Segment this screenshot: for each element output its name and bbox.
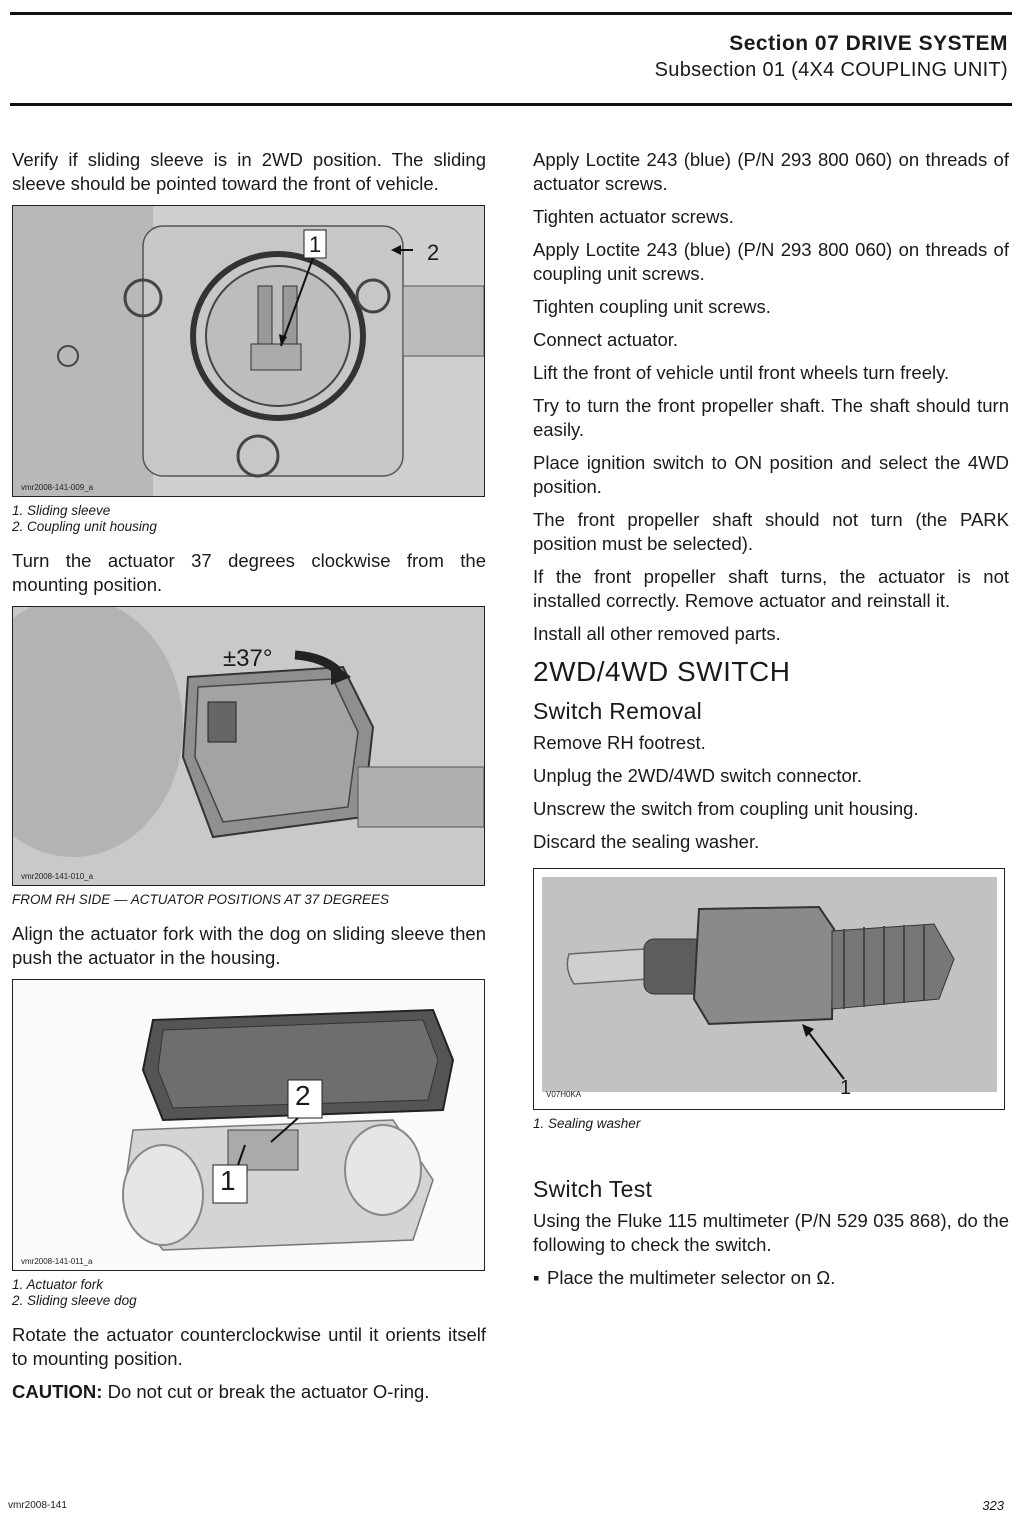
callout-1: 1 <box>309 232 322 257</box>
removal-step: Discard the sealing washer. <box>533 831 760 852</box>
figure-sliding-sleeve: 1 2 vmr2008-141-009_a <box>12 205 485 497</box>
figure-caption: 1. Sliding sleeve 2. Coupling unit housi… <box>12 503 486 535</box>
paragraph: Connect actuator. <box>533 329 679 350</box>
sliding-sleeve-illustration <box>13 206 484 496</box>
section-title: Section 07 DRIVE SYSTEM <box>729 32 1008 55</box>
figure-code: vmr2008-141-009_a <box>21 483 94 492</box>
figure-actuator-fork: 2 1 vmr2008-141-011_a <box>12 979 485 1271</box>
caption-item: 1. Sliding sleeve <box>12 503 111 518</box>
paragraph: Apply Loctite 243 (blue) (P/N 293 800 06… <box>533 149 1009 194</box>
test-intro: Using the Fluke 115 multimeter (P/N 529 … <box>533 1210 1009 1255</box>
bullet-text: Place the multimeter selector on Ω. <box>547 1267 836 1288</box>
header-top-rule <box>10 12 1012 15</box>
figure-code: vmr2008-141-011_a <box>21 1257 93 1266</box>
paragraph: The front propeller shaft should not tur… <box>533 509 1009 554</box>
paragraph: Lift the front of vehicle until front wh… <box>533 362 950 383</box>
paragraph-align-fork: Align the actuator fork with the dog on … <box>12 923 486 968</box>
figure-code: V07H0KA <box>546 1090 582 1099</box>
section-heading-switch: 2WD/4WD SWITCH <box>533 656 791 687</box>
subheading-test: Switch Test <box>533 1176 653 1202</box>
subheading-removal: Switch Removal <box>533 698 703 724</box>
subsection-title: Subsection 01 (4X4 COUPLING UNIT) <box>654 59 1008 81</box>
paragraph-rotate-actuator: Rotate the actuator counterclockwise unt… <box>12 1324 486 1369</box>
right-column: Apply Loctite 243 (blue) (P/N 293 800 06… <box>533 148 1009 1290</box>
angle-label: ±37° <box>223 645 273 672</box>
paragraph: Install all other removed parts. <box>533 623 781 644</box>
left-column: Verify if sliding sleeve is in 2WD posit… <box>12 148 486 1413</box>
removal-step: Unplug the 2WD/4WD switch connector. <box>533 765 863 786</box>
paragraph-verify: Verify if sliding sleeve is in 2WD posit… <box>12 149 486 194</box>
figure-switch: 1 V07H0KA <box>533 868 1005 1110</box>
actuator-fork-illustration <box>13 980 484 1270</box>
caption-item: 1. Actuator fork <box>12 1277 104 1292</box>
paragraph: If the front propeller shaft turns, the … <box>533 566 1009 611</box>
switch-illustration <box>534 869 1004 1109</box>
callout-1: 1 <box>220 1165 236 1196</box>
header-bottom-rule <box>10 103 1012 106</box>
paragraph: Place ignition switch to ON position and… <box>533 452 1009 497</box>
list-item: ▪ Place the multimeter selector on Ω. <box>533 1266 1009 1290</box>
callout-2: 2 <box>427 240 440 265</box>
figure-caption: 1. Sealing washer <box>533 1116 641 1131</box>
figure-actuator-37: ±37° vmr2008-141-010_a <box>12 606 485 886</box>
figure-caption: 1. Actuator fork 2. Sliding sleeve dog <box>12 1277 486 1309</box>
caption-item: 2. Coupling unit housing <box>12 519 157 534</box>
paragraph: Try to turn the front propeller shaft. T… <box>533 395 1009 440</box>
paragraph: Tighten actuator screws. <box>533 206 734 227</box>
paragraph: Apply Loctite 243 (blue) (P/N 293 800 06… <box>533 239 1009 284</box>
page-number: 323 <box>982 1498 1004 1513</box>
actuator-rotation-illustration <box>13 607 484 885</box>
figure-code: vmr2008-141-010_a <box>21 872 94 881</box>
removal-step: Remove RH footrest. <box>533 732 706 753</box>
caption-item: 2. Sliding sleeve dog <box>12 1293 137 1308</box>
caution-label: CAUTION: <box>12 1381 103 1402</box>
paragraph: Tighten coupling unit screws. <box>533 296 771 317</box>
footer-doc-code: vmr2008-141 <box>8 1500 67 1511</box>
callout-2: 2 <box>295 1080 311 1111</box>
removal-step: Unscrew the switch from coupling unit ho… <box>533 798 919 819</box>
bullet-icon: ▪ <box>533 1267 540 1288</box>
paragraph-turn-actuator: Turn the actuator 37 degrees clockwise f… <box>12 550 486 595</box>
caution-note: CAUTION: Do not cut or break the actuato… <box>12 1380 486 1404</box>
callout-1: 1 <box>840 1077 852 1099</box>
page-header: Section 07 DRIVE SYSTEM Subsection 01 (4… <box>655 32 1008 82</box>
figure-caption: FROM RH SIDE — ACTUATOR POSITIONS AT 37 … <box>12 892 390 907</box>
caution-text: Do not cut or break the actuator O-ring. <box>102 1381 430 1402</box>
